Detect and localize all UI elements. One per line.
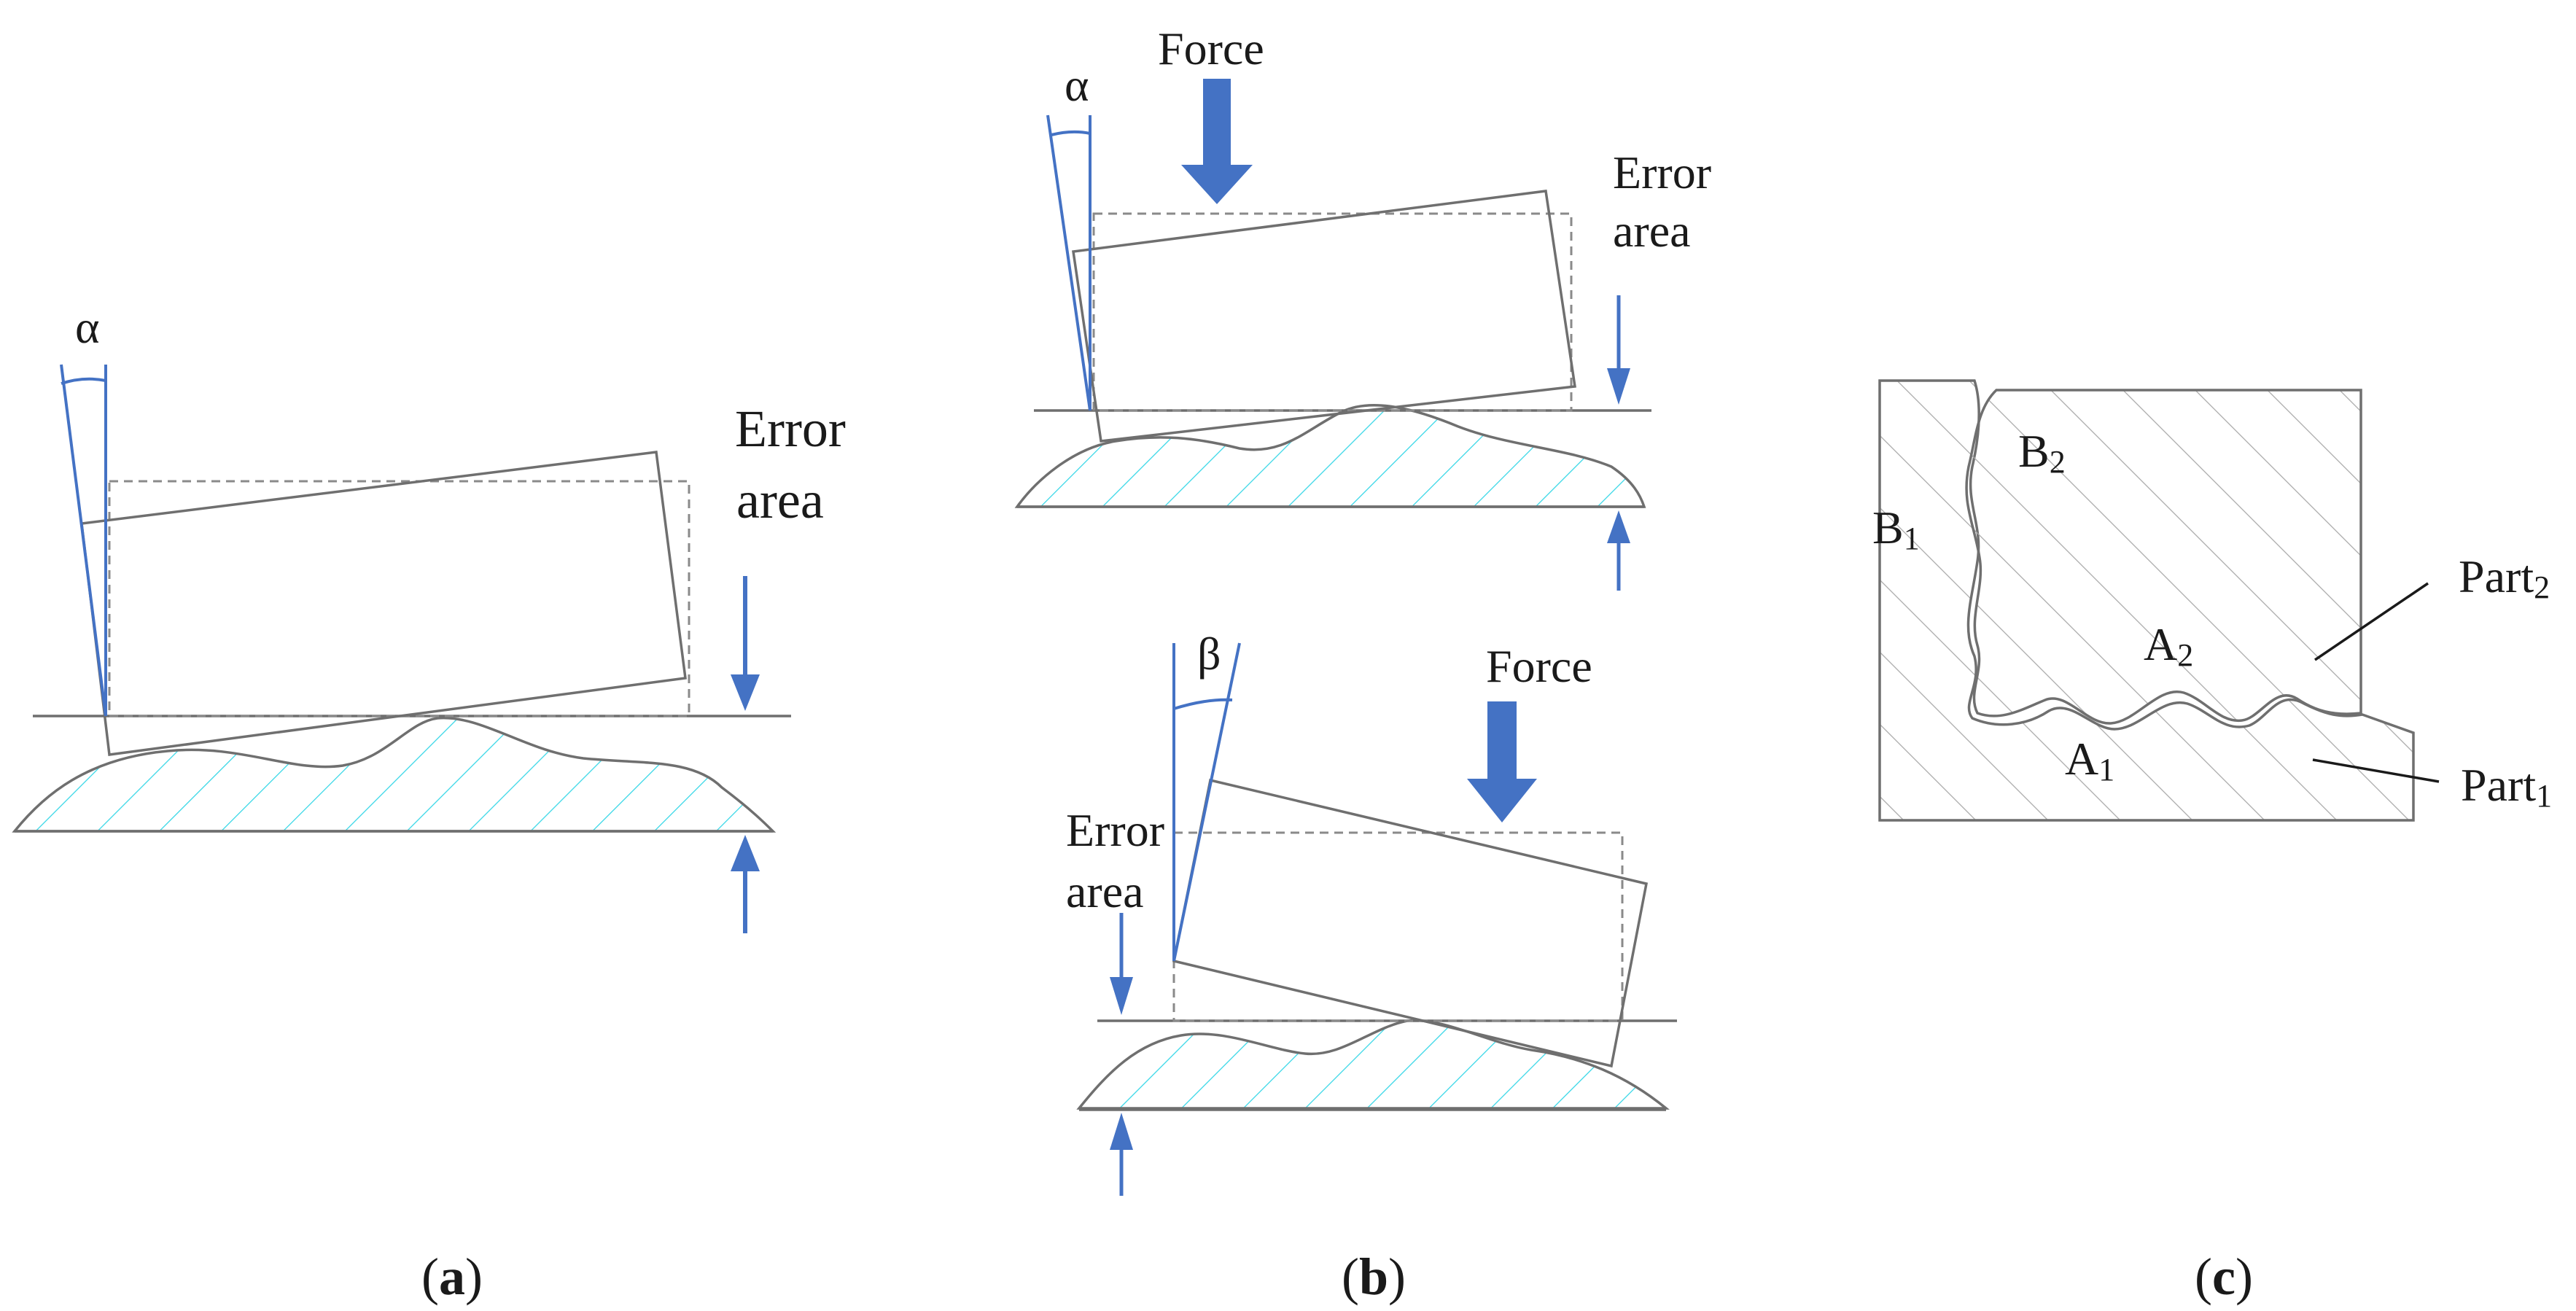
panel-b-bottom-down-arrow: [1110, 913, 1133, 1015]
panel-c-label-part1: Part1: [2461, 759, 2552, 814]
panel-a-error-label-line1: Error: [735, 400, 846, 458]
panel-a-ideal-block: [108, 480, 690, 717]
panel-b-top-angle-arc: [1051, 130, 1091, 136]
panel-c-part1-leader: [2312, 758, 2440, 783]
panel-c-part2-leader: [2314, 582, 2429, 661]
panel-b-top-force-arrow: [1181, 79, 1253, 204]
panel-b-bottom-force-label: Force: [1486, 640, 1592, 692]
panel-a-up-arrow: [731, 835, 760, 933]
panel-a: α Error area (a): [12, 301, 846, 1306]
panel-b-bottom-error-label-line1: Error: [1066, 804, 1164, 856]
panel-c-label-a2: A2: [2144, 618, 2193, 673]
panel-b-top-angle-label: α: [1065, 59, 1089, 111]
panel-b-bottom-force-arrow: [1467, 701, 1537, 822]
panel-b-bottom: β Force Error area (b): [1066, 628, 1677, 1306]
panel-b-top-angle-tilted: [1046, 114, 1092, 411]
panel-b-top-ideal-block: [1092, 212, 1573, 412]
panel-b-bottom-angle-label: β: [1197, 628, 1221, 680]
panel-b-top: α Force Error area: [1014, 23, 1711, 591]
panel-c-label-b1: B1: [1872, 502, 1920, 556]
panel-c-label-part2: Part2: [2459, 551, 2550, 605]
panel-c: B1 B2 A2 A1 Part2 Part1 (c): [1872, 379, 2552, 1306]
panel-c-caption: (c): [2195, 1248, 2253, 1306]
panel-b-top-up-arrow: [1607, 510, 1630, 591]
panel-a-surface: [12, 716, 777, 833]
panel-b-top-error-label-line1: Error: [1613, 147, 1711, 198]
panel-b-bottom-angle-arc: [1173, 698, 1233, 710]
panel-a-down-arrow: [731, 576, 760, 711]
panel-b-top-tilted-block: [1072, 190, 1576, 443]
panel-b-bottom-ideal-block: [1172, 831, 1624, 1022]
panel-c-label-b2: B2: [2018, 425, 2066, 480]
panel-b-caption: (b): [1342, 1248, 1406, 1306]
panel-b-top-force-label: Force: [1158, 23, 1264, 74]
panel-c-part2-body: [1965, 389, 2362, 725]
panel-a-error-label-line2: area: [736, 471, 824, 529]
panel-b-top-error-label-line2: area: [1613, 205, 1691, 257]
panel-b-top-down-arrow: [1607, 295, 1630, 405]
panel-a-angle-arc: [61, 377, 106, 385]
panel-a-angle-tilted: [60, 364, 107, 717]
panel-b-bottom-surface: [1076, 1019, 1670, 1110]
panel-a-caption: (a): [421, 1248, 483, 1306]
panel-b-bottom-angle-tilted: [1172, 642, 1241, 962]
panel-b-bottom-up-arrow: [1110, 1113, 1133, 1196]
panel-b-top-surface: [1014, 404, 1646, 508]
panel-c-label-a1: A1: [2065, 733, 2114, 787]
panel-a-angle-label: α: [75, 301, 100, 353]
panel-a-tilted-block: [80, 451, 687, 756]
panel-b-bottom-error-label-line2: area: [1066, 865, 1144, 917]
